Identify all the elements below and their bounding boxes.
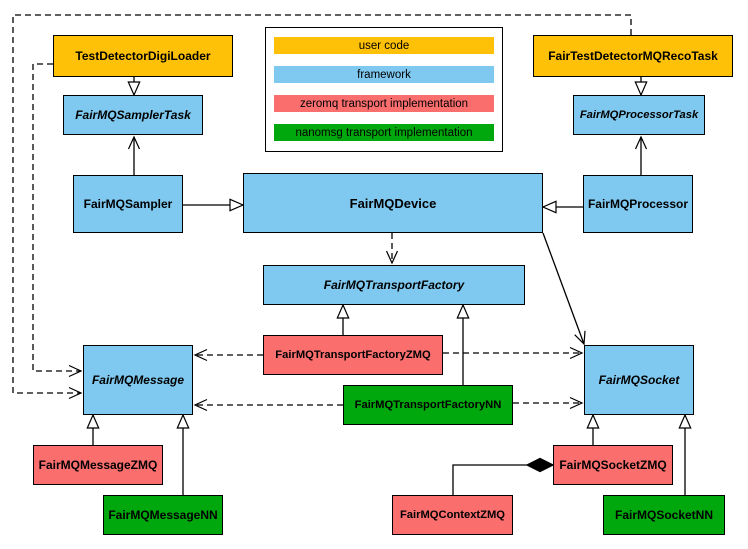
node-fairmqmessagezmq: FairMQMessageZMQ xyxy=(33,445,163,485)
legend-item-framework: framework xyxy=(274,66,494,83)
node-testdetectordigiloader: TestDetectorDigiLoader xyxy=(53,35,233,77)
node-fairtestdetectormqrecotask: FairTestDetectorMQRecoTask xyxy=(533,35,733,77)
legend-label: nanomsg transport implementation xyxy=(295,126,473,139)
node-fairmqdevice: FairMQDevice xyxy=(243,173,543,233)
legend-item-user-code: user code xyxy=(274,37,494,54)
node-fairmqcontextzmq: FairMQContextZMQ xyxy=(392,495,513,535)
legend-label: zeromq transport implementation xyxy=(299,97,469,110)
legend-label: user code xyxy=(358,39,410,52)
node-fairmqtransportfactory: FairMQTransportFactory xyxy=(263,265,525,305)
edge-device-socket xyxy=(542,232,586,346)
composition-diamond xyxy=(525,457,555,473)
node-fairmqsocketnn: FairMQSocketNN xyxy=(603,495,725,535)
node-fairmqtransportfactorynn: FairMQTransportFactoryNN xyxy=(343,385,513,425)
edge-digiloader-message xyxy=(32,63,83,378)
edge-recotask-message xyxy=(12,14,632,400)
node-fairmqtransportfactoryzmq: FairMQTransportFactoryZMQ xyxy=(263,335,443,375)
node-fairmqmessage: FairMQMessage xyxy=(83,345,193,415)
edge-socketzmq-contextzmq xyxy=(452,464,527,495)
legend-item-nanomsg: nanomsg transport implementation xyxy=(274,124,494,141)
node-fairmqsamplertask: FairMQSamplerTask xyxy=(63,95,203,135)
node-fairmqmessagenn: FairMQMessageNN xyxy=(103,495,223,535)
legend-label: framework xyxy=(357,68,411,81)
node-fairmqprocessor: FairMQProcessor xyxy=(583,175,693,233)
node-fairmqsocketzmq: FairMQSocketZMQ xyxy=(553,445,673,485)
legend: user code framework zeromq transport imp… xyxy=(265,27,503,152)
node-fairmqsocket: FairMQSocket xyxy=(584,345,694,415)
node-fairmqsampler: FairMQSampler xyxy=(73,175,183,233)
node-fairmqprocessortask: FairMQProcessorTask xyxy=(573,95,705,135)
legend-item-zeromq: zeromq transport implementation xyxy=(274,95,494,112)
